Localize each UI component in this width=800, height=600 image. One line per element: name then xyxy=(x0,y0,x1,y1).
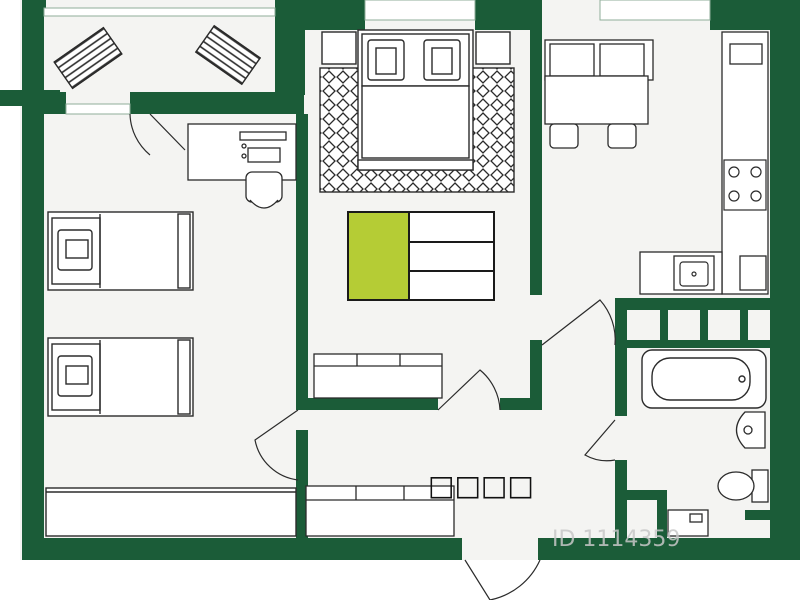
sun-lounger-icon xyxy=(53,24,262,90)
bed-icon xyxy=(357,29,474,171)
walls xyxy=(0,0,800,560)
nightstands xyxy=(321,31,511,65)
washbasin xyxy=(735,411,766,449)
toilet-icon xyxy=(717,469,769,503)
dining-table xyxy=(544,39,654,149)
desk-chair-icon xyxy=(245,171,283,209)
stove-icon xyxy=(723,159,767,211)
bathtub-icon xyxy=(641,349,767,409)
washing-machine-icon xyxy=(667,509,709,537)
bedroom-shelf xyxy=(347,211,495,301)
wardrobe xyxy=(45,487,297,537)
sink-icon xyxy=(679,261,709,287)
doors xyxy=(129,113,616,600)
plan-label-boxes: □□□□ xyxy=(428,469,534,502)
bed-icon xyxy=(47,211,194,417)
watermark-id: ID 1114359 xyxy=(552,527,680,552)
windows xyxy=(43,0,711,115)
dresser xyxy=(313,353,443,399)
desk xyxy=(187,123,297,181)
hallway-cabinet xyxy=(305,485,455,537)
